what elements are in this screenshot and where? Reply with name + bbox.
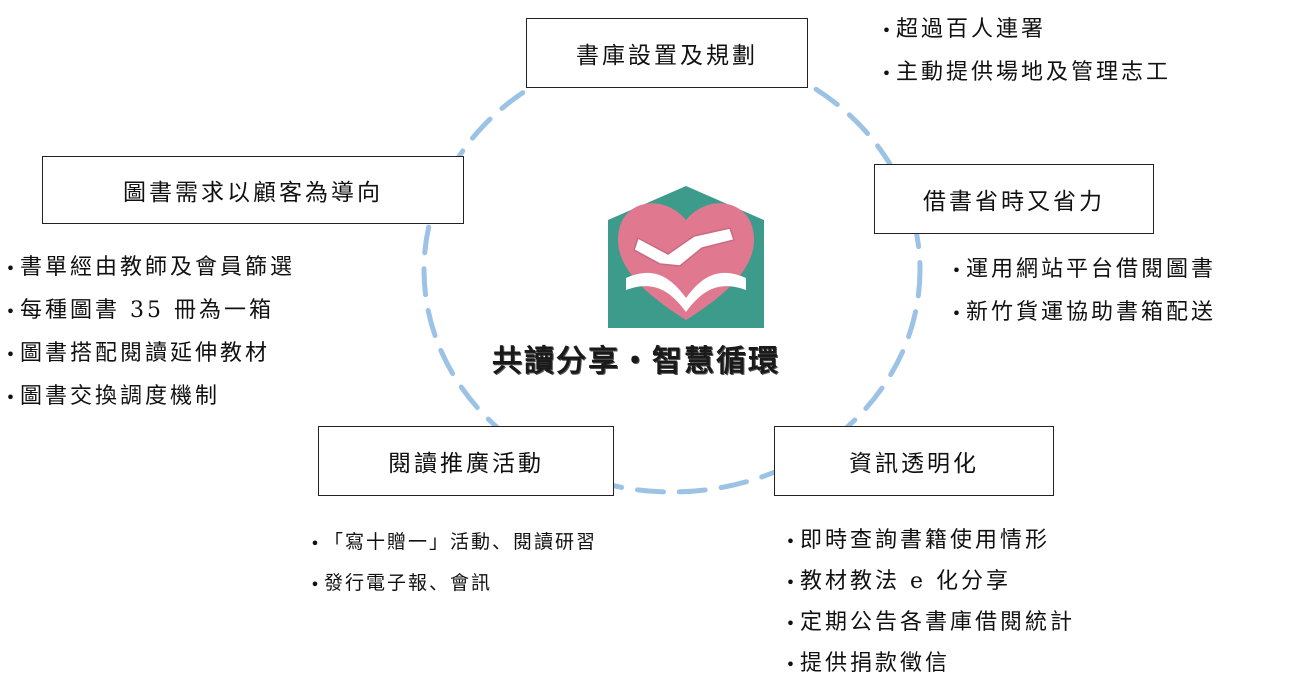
list-item: •超過百人連署	[880, 8, 1171, 51]
bullet-icon: •	[785, 613, 799, 633]
list-item: •提供捐款徵信	[784, 643, 1075, 684]
node-bottom-right-title: 資訊透明化	[849, 451, 979, 477]
bullet-icon: •	[951, 260, 965, 280]
node-top-box: 書庫設置及規劃	[526, 18, 808, 88]
bullet-icon: •	[5, 301, 19, 321]
list-item: •運用網站平台借閱圖書	[950, 248, 1216, 291]
bullet-icon: •	[881, 63, 895, 83]
list-item: •圖書交換調度機制	[4, 375, 295, 418]
list-item: •即時查詢書籍使用情形	[784, 520, 1075, 561]
library-logo	[608, 186, 764, 328]
bullet-icon: •	[785, 531, 799, 551]
node-top-list: •超過百人連署 •主動提供場地及管理志工	[880, 8, 1171, 94]
bullet-icon: •	[785, 572, 799, 592]
bullet-icon: •	[5, 387, 19, 407]
bullet-icon: •	[785, 654, 799, 674]
node-bottom-right-box: 資訊透明化	[774, 426, 1054, 496]
node-bottom-left-list: •「寫十贈一」活動、閱讀研習 •發行電子報、會訊	[308, 522, 597, 604]
open-book-shape	[626, 272, 746, 312]
list-item: •「寫十贈一」活動、閱讀研習	[308, 522, 597, 563]
node-bottom-left-box: 閱讀推廣活動	[318, 426, 614, 496]
list-item: •圖書搭配閱讀延伸教材	[4, 332, 295, 375]
bullet-icon: •	[310, 574, 322, 594]
node-right-box: 借書省時又省力	[874, 164, 1154, 234]
center-slogan: 共讀分享・智慧循環	[492, 344, 780, 379]
node-right-list: •運用網站平台借閱圖書 •新竹貨運協助書箱配送	[950, 248, 1216, 334]
list-item: •定期公告各書庫借閱統計	[784, 602, 1075, 643]
node-bottom-left-title: 閱讀推廣活動	[388, 451, 544, 477]
node-bottom-right-list: •即時查詢書籍使用情形 •教材教法 e 化分享 •定期公告各書庫借閱統計 •提供…	[784, 520, 1075, 684]
bullet-icon: •	[5, 258, 19, 278]
list-item: •主動提供場地及管理志工	[880, 51, 1171, 94]
list-item: •教材教法 e 化分享	[784, 561, 1075, 602]
list-item: •書單經由教師及會員篩選	[4, 246, 295, 289]
node-left-list: •書單經由教師及會員篩選 •每種圖書 35 冊為一箱 •圖書搭配閱讀延伸教材 •…	[4, 246, 295, 418]
node-top-title: 書庫設置及規劃	[576, 43, 758, 69]
node-left-box: 圖書需求以顧客為導向	[42, 156, 464, 224]
list-item: •發行電子報、會訊	[308, 563, 597, 604]
node-left-title: 圖書需求以顧客為導向	[123, 180, 383, 206]
bullet-icon: •	[881, 20, 895, 40]
list-item: •每種圖書 35 冊為一箱	[4, 289, 295, 332]
bullet-icon: •	[310, 533, 322, 553]
node-right-title: 借書省時又省力	[923, 189, 1105, 215]
list-item: •新竹貨運協助書箱配送	[950, 291, 1216, 334]
bullet-icon: •	[5, 344, 19, 364]
bullet-icon: •	[951, 303, 965, 323]
handshake-shape	[633, 227, 735, 267]
